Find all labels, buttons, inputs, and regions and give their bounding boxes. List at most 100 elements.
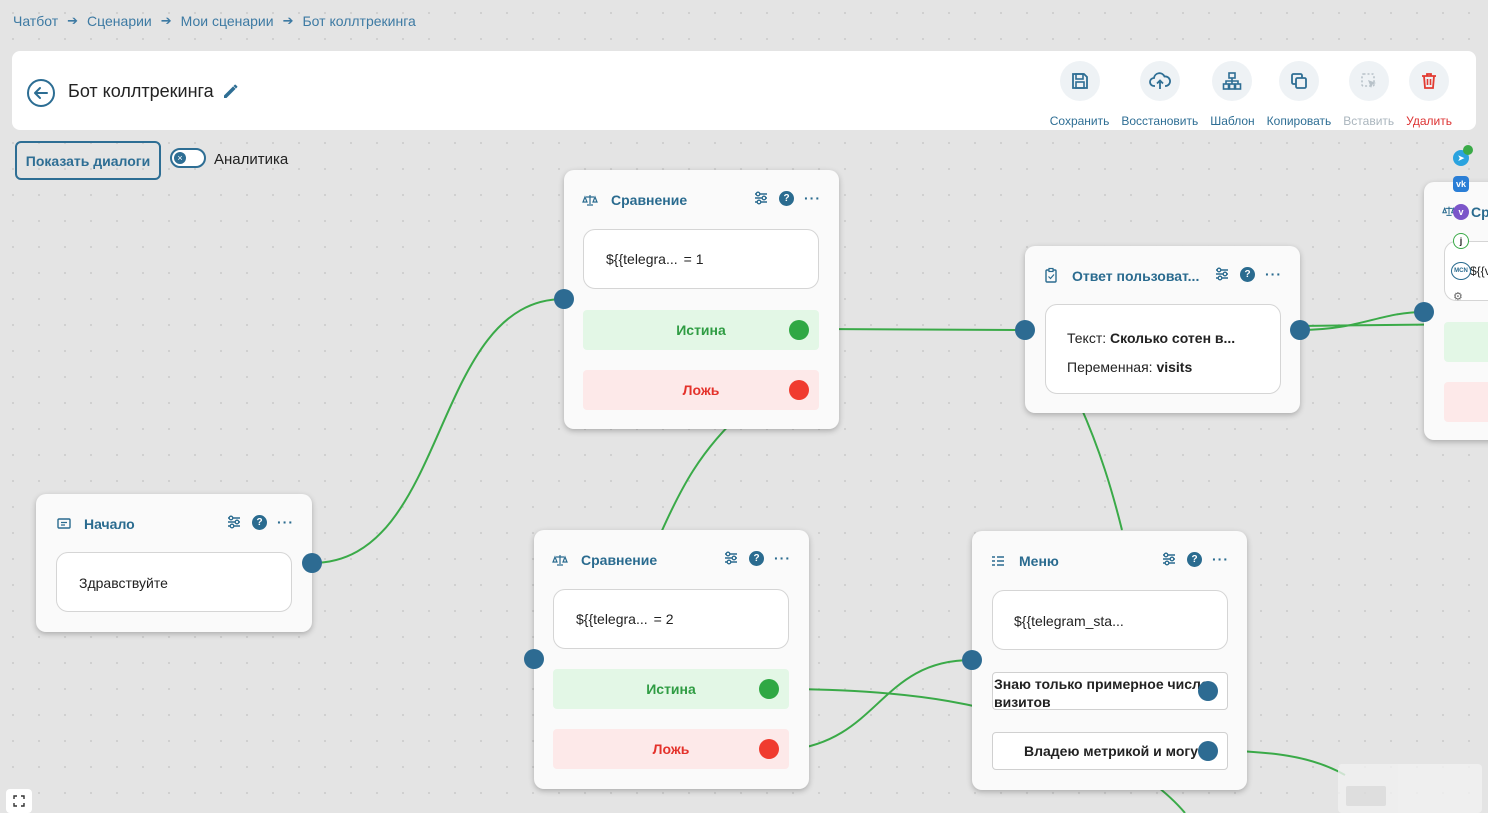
menu-item-1[interactable]: Знаю только примерное число визитов	[992, 672, 1228, 710]
condition-operator: = 2	[653, 611, 674, 627]
true-label: Истина	[646, 681, 696, 697]
mcn-badge-text: MCN	[1454, 268, 1468, 274]
viber-icon: v	[1453, 204, 1469, 220]
wire-answer-to-partial	[1299, 311, 1425, 331]
paste-icon	[1360, 73, 1376, 88]
more-dots-icon[interactable]: ···	[1265, 266, 1282, 282]
true-branch[interactable]: Истина	[553, 669, 789, 709]
message-text: Здравствуйте	[79, 575, 168, 591]
more-dots-icon[interactable]: ···	[774, 550, 791, 566]
show-dialogs-button[interactable]: Показать диалоги	[15, 141, 161, 180]
breadcrumb: Чатбот ➔ Сценарии ➔ Мои сценарии ➔ Бот к…	[13, 13, 416, 29]
message-icon	[57, 518, 71, 529]
help-icon[interactable]: ?	[1240, 266, 1255, 282]
cloud-upload-icon	[1148, 72, 1171, 89]
wire-compare1-true-to-answer	[818, 328, 1026, 331]
trash-icon	[1422, 73, 1437, 89]
wire-compare2-false-to-menu	[788, 659, 973, 751]
more-dots-icon[interactable]: ···	[277, 514, 294, 530]
breadcrumb-arrow-icon: ➔	[282, 13, 294, 28]
input-port[interactable]	[1414, 302, 1434, 322]
false-branch[interactable]	[1444, 382, 1488, 422]
help-icon[interactable]: ?	[779, 190, 794, 206]
true-label: Истина	[676, 322, 726, 338]
menu-item-1-port[interactable]	[1198, 681, 1218, 701]
list-icon	[992, 556, 1004, 566]
save-label: Сохранить	[1049, 114, 1110, 128]
help-icon[interactable]: ?	[749, 550, 764, 566]
wire-start-to-compare1	[311, 298, 565, 564]
copy-button[interactable]: Копировать	[1267, 61, 1331, 128]
minimap[interactable]	[1338, 764, 1482, 813]
false-branch[interactable]: Ложь	[583, 370, 819, 410]
breadcrumb-my-scenarios[interactable]: Мои сценарии	[180, 13, 274, 29]
false-branch[interactable]: Ложь	[553, 729, 789, 769]
template-button[interactable]: Шаблон	[1210, 61, 1255, 128]
expand-icon	[13, 795, 25, 807]
help-icon[interactable]: ?	[252, 514, 267, 530]
back-button[interactable]	[27, 79, 55, 107]
settings-sliders-icon[interactable]	[226, 514, 242, 530]
node-title: Сравнение	[581, 552, 658, 568]
more-dots-icon[interactable]: ···	[804, 190, 821, 206]
node-menu[interactable]: Меню ? ··· ${{telegram_sta... Знаю тольк…	[962, 531, 1247, 790]
node-title: Ср	[1471, 204, 1488, 220]
settings-sliders-icon[interactable]	[1214, 266, 1230, 282]
node-title: Меню	[1019, 553, 1059, 569]
template-label: Шаблон	[1210, 114, 1255, 128]
more-dots-icon[interactable]: ···	[1212, 551, 1229, 567]
help-icon[interactable]: ?	[1187, 551, 1202, 567]
restore-button[interactable]: Восстановить	[1121, 61, 1198, 128]
condition-box[interactable]: ${{telegra... = 2	[553, 589, 789, 649]
menu-item-label: Знаю только примерное число визитов	[994, 676, 1210, 710]
settings-sliders-icon[interactable]	[723, 550, 739, 566]
vk-icon: vk	[1453, 176, 1469, 192]
sitemap-icon	[1223, 72, 1242, 90]
fullscreen-button[interactable]	[6, 789, 32, 813]
delete-button[interactable]: Удалить	[1406, 61, 1452, 128]
node-compare-1[interactable]: Сравнение ? ··· ${{telegra... = 1 Истина…	[554, 170, 839, 429]
input-port[interactable]	[554, 289, 574, 309]
node-compare-2[interactable]: Сравнение ? ··· ${{telegra... = 2 Истина…	[524, 530, 809, 789]
true-output-port[interactable]	[789, 320, 809, 340]
toolbar: Сохранить Восстановить Шаблон Копировать…	[1038, 61, 1452, 128]
menu-text-box[interactable]: ${{telegram_sta...	[992, 590, 1228, 650]
answer-var-value: visits	[1156, 359, 1193, 375]
menu-text: ${{telegram_sta...	[1014, 613, 1124, 629]
wire-answer-to-menu	[1079, 404, 1123, 531]
analytics-label: Аналитика	[214, 151, 289, 168]
menu-item-2-port[interactable]	[1198, 741, 1218, 761]
save-button[interactable]: Сохранить	[1049, 61, 1110, 128]
true-branch[interactable]: Истина	[583, 310, 819, 350]
node-user-answer[interactable]: Ответ пользоват... ? ··· Текст: Сколько …	[1015, 246, 1310, 413]
settings-sliders-icon[interactable]	[753, 190, 769, 206]
true-output-port[interactable]	[759, 679, 779, 699]
input-port[interactable]	[1015, 320, 1035, 340]
output-port[interactable]	[302, 553, 322, 573]
scenario-header: Бот коллтрекинга Сохранить Восстановить …	[12, 51, 1476, 130]
false-output-port[interactable]	[789, 380, 809, 400]
true-branch[interactable]	[1444, 322, 1488, 362]
mcn-icon: MCN	[1451, 262, 1471, 280]
breadcrumb-scenarios[interactable]: Сценарии	[87, 13, 152, 29]
settings-sliders-icon[interactable]	[1161, 551, 1177, 567]
false-output-port[interactable]	[759, 739, 779, 759]
output-port[interactable]	[1290, 320, 1310, 340]
paste-button[interactable]: Вставить	[1343, 61, 1394, 128]
input-port[interactable]	[524, 649, 544, 669]
answer-box[interactable]: Текст: Сколько сотен в... Переменная: vi…	[1045, 304, 1281, 394]
webhook-icon: ⚙	[1453, 291, 1463, 303]
input-port[interactable]	[962, 650, 982, 670]
analytics-toggle[interactable]: ×	[170, 148, 206, 168]
breadcrumb-chatbot[interactable]: Чатбот	[13, 13, 59, 29]
toggle-off-icon: ×	[174, 152, 186, 164]
pencil-icon[interactable]	[221, 81, 241, 101]
page-title: Бот коллтрекинга	[68, 81, 214, 101]
condition-variable: ${{telegra...	[606, 251, 678, 267]
false-label: Ложь	[682, 382, 720, 398]
message-box[interactable]: Здравствуйте	[56, 552, 292, 612]
menu-item-2[interactable]: Владею метрикой и могу	[992, 732, 1228, 770]
node-start[interactable]: Начало ? ··· Здравствуйте	[36, 494, 322, 632]
check-badge-icon	[1463, 145, 1473, 155]
condition-box[interactable]: ${{telegra... = 1	[583, 229, 819, 289]
